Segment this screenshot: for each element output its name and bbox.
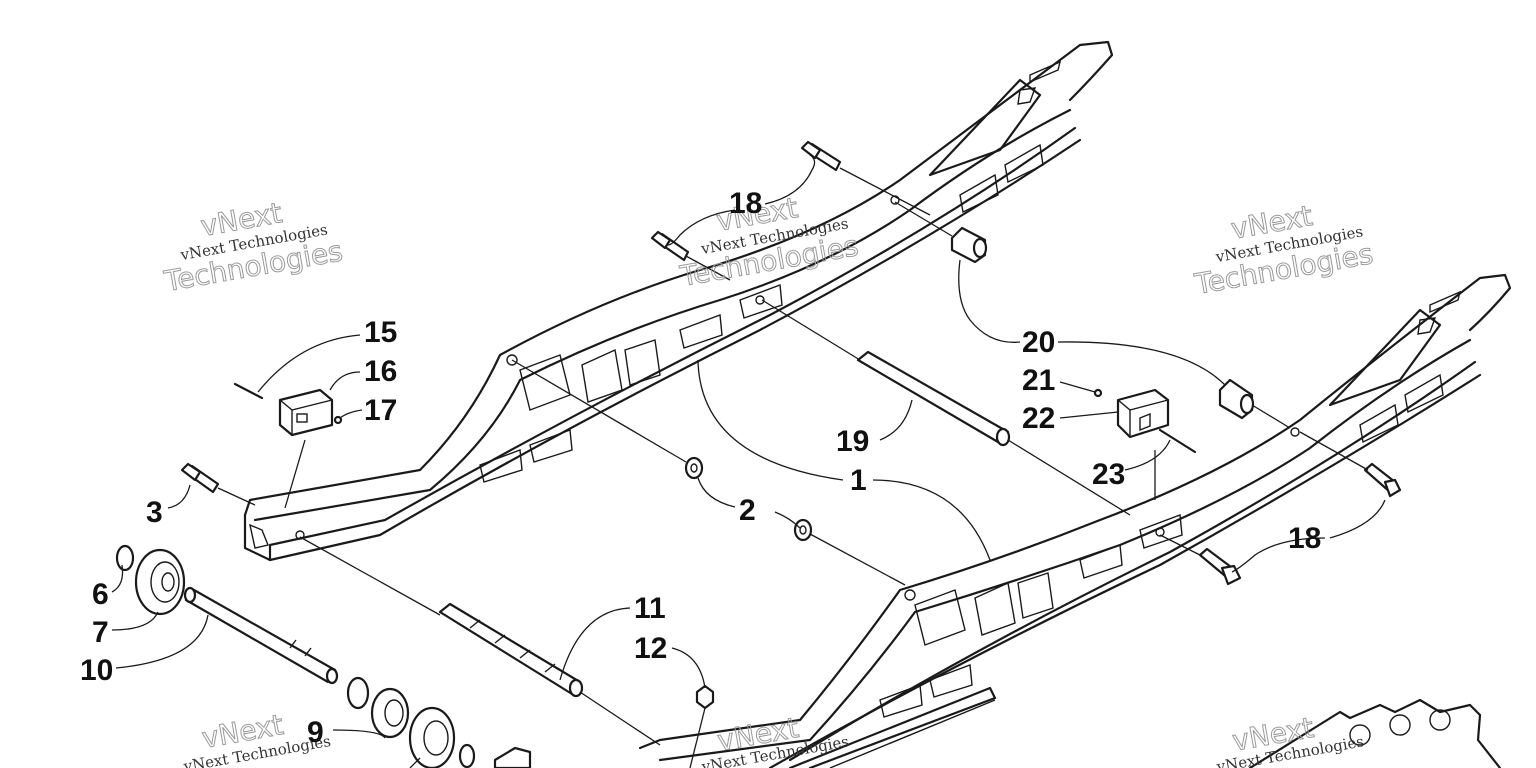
clip-17: [333, 415, 343, 425]
bolt-18-upper-b: [650, 230, 690, 262]
axis-line: [894, 201, 953, 237]
pin-15: [233, 382, 264, 400]
bolt-axis-line: [1299, 431, 1369, 471]
leader-lines: [111, 154, 1386, 768]
stopper-block-16: [278, 388, 334, 437]
watermark-bottom-right: vNext vNext Technologies: [1214, 710, 1365, 768]
watermark-bottom-center: vNext vNext Technologies: [699, 710, 850, 768]
bearing-7: [134, 548, 186, 616]
watermark-top-right: vNext vNext Technologies Technologies: [1191, 199, 1376, 302]
bolt-18-lower-b: [1198, 547, 1242, 586]
watermark-top-left: vNext vNext Technologies Technologies: [161, 196, 346, 299]
bolt-18-lower-a: [1363, 462, 1402, 498]
callout-9: 9: [307, 716, 324, 749]
callout-2: 2: [739, 494, 756, 527]
bolt-18-upper-a: [800, 140, 842, 172]
watermark-top-center: vNext vNext Technologies Technologies: [677, 191, 862, 294]
bolt-axis-line: [685, 255, 731, 281]
callout-11: 11: [634, 592, 666, 625]
callout-6: 6: [92, 578, 109, 611]
retaining-ring-6: [115, 544, 135, 572]
callout-20: 20: [1022, 326, 1055, 359]
nut-12: [695, 684, 715, 710]
callout-18-lower: 18: [1288, 522, 1321, 555]
spacer-20-lower: [1218, 378, 1255, 420]
stopper-block-22: [1116, 388, 1170, 439]
retaining-ring-9: [346, 676, 370, 710]
wheel-partial: [493, 746, 532, 768]
bearing-lower: [408, 706, 456, 768]
left-rail: [243, 40, 1114, 562]
callout-12: 12: [634, 632, 667, 665]
callout-21: 21: [1022, 364, 1055, 397]
callout-7: 7: [92, 616, 109, 649]
washer-2-a: [684, 456, 704, 480]
pin-23: [1158, 428, 1197, 454]
right-rail: [638, 273, 1512, 768]
washer-2-b: [793, 518, 813, 542]
axis-line: [809, 533, 906, 586]
callout-17: 17: [364, 394, 397, 427]
axis-line: [511, 359, 687, 463]
callout-19: 19: [836, 425, 869, 458]
cross-shaft-11: [299, 536, 661, 746]
callout-16: 16: [364, 355, 397, 388]
retaining-ring-lower: [458, 743, 476, 768]
callout-labels: 18 20 21 22 23 18 19 1 2 15 16 17 3 6 7 …: [80, 187, 1321, 749]
bolt-axis-line: [217, 487, 256, 506]
front-axle-shaft: [183, 586, 339, 685]
callout-23: 23: [1092, 458, 1125, 491]
bolt-3: [180, 462, 220, 494]
callout-3: 3: [146, 496, 163, 529]
axis-line: [1251, 404, 1291, 429]
bolt-axis-line: [1159, 534, 1203, 557]
spacer-20-upper: [950, 226, 988, 264]
cross-shaft-19: [761, 299, 1131, 516]
track-fragment: [1248, 698, 1502, 768]
callout-18-upper: 18: [729, 187, 762, 220]
callout-10: 10: [80, 654, 113, 687]
callout-1: 1: [850, 464, 867, 497]
clip-21: [1093, 388, 1103, 398]
slide-rail: [788, 686, 997, 768]
callout-22: 22: [1022, 402, 1055, 435]
bolt-axis-line: [839, 167, 931, 216]
callout-15: 15: [364, 316, 397, 349]
bearing-9: [370, 687, 410, 739]
